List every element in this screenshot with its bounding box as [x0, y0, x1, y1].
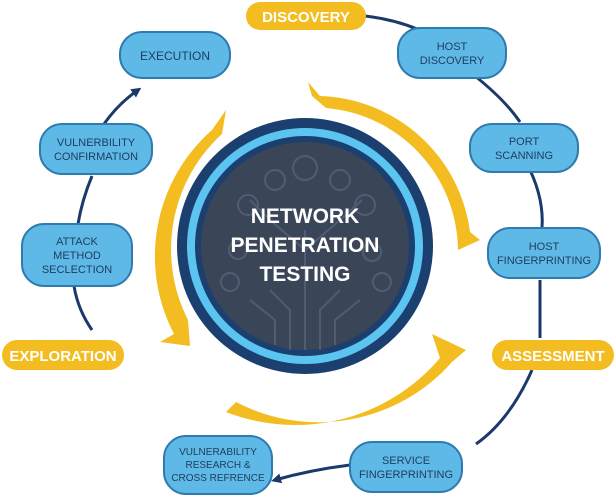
- connector-exploration-to-attack: [72, 285, 94, 331]
- phase-assessment: ASSESSMENT: [492, 340, 614, 370]
- step-vulnerability-confirmation-line-1: VULNERBILITY: [57, 137, 136, 149]
- cycle-connectors: [72, 14, 544, 484]
- step-attack-method-selection-line-2: METHOD: [53, 250, 101, 262]
- connector-assessment-to-service: [475, 369, 534, 446]
- step-host-fingerprinting-line-1: HOST: [529, 241, 560, 253]
- step-service-fingerprinting: SERVICE FINGERPRINTING: [349, 441, 463, 493]
- step-attack-method-selection-line-3: SECLECTION: [42, 264, 112, 276]
- phase-discovery-label: DISCOVERY: [262, 9, 350, 26]
- step-vulnerability-research-line-3: CROSS REFRENCE: [171, 473, 265, 484]
- step-host-discovery: HOST DISCOVERY: [397, 27, 507, 79]
- step-attack-method-selection: ATTACK METHOD SECLECTION: [21, 223, 133, 287]
- step-vulnerability-research-line-2: RESEARCH &: [185, 460, 250, 471]
- swirl-arc-left: [154, 110, 226, 346]
- swirl-arc-bottom-right: [226, 334, 466, 426]
- step-vulnerability-research-line-1: VULNERABILITY: [179, 447, 257, 458]
- connector-port-to-fingerprint: [528, 169, 544, 229]
- center-title-line-1: NETWORK: [251, 205, 360, 228]
- connector-service-to-research: [271, 463, 351, 484]
- phase-exploration: EXPLORATION: [2, 340, 124, 370]
- step-service-fingerprinting-line-1: SERVICE: [382, 455, 430, 467]
- phase-exploration-label: EXPLORATION: [9, 348, 116, 365]
- connector-attack-to-confirmation: [76, 175, 94, 225]
- center-title-line-3: TESTING: [259, 263, 350, 286]
- connector-confirmation-to-execution: [102, 87, 142, 125]
- swirl-arc-top-right: [308, 82, 480, 250]
- step-port-scanning-line-1: PORT: [509, 136, 540, 148]
- step-vulnerability-research: VULNERABILITY RESEARCH & CROSS REFRENCE: [163, 435, 273, 495]
- step-service-fingerprinting-line-2: FINGERPRINTING: [359, 469, 453, 481]
- step-host-fingerprinting-line-2: FINGERPRINTING: [497, 255, 591, 267]
- step-execution-line-1: EXECUTION: [140, 49, 210, 63]
- center-title-line-2: PENETRATION: [231, 234, 380, 257]
- step-attack-method-selection-line-1: ATTACK: [56, 236, 98, 248]
- step-host-discovery-line-2: DISCOVERY: [420, 55, 485, 67]
- step-execution: EXECUTION: [119, 31, 231, 79]
- step-host-discovery-line-1: HOST: [437, 41, 468, 53]
- step-port-scanning-line-2: SCANNING: [495, 150, 553, 162]
- step-host-fingerprinting: HOST FINGERPRINTING: [487, 227, 601, 279]
- phase-assessment-label: ASSESSMENT: [501, 348, 604, 365]
- step-port-scanning: PORT SCANNING: [469, 123, 579, 173]
- cycle-swirl: [154, 82, 480, 426]
- step-vulnerability-confirmation-line-2: CONFIRMATION: [54, 151, 138, 163]
- step-vulnerability-confirmation: VULNERBILITY CONFIRMATION: [39, 123, 153, 175]
- connector-host-to-port: [474, 74, 522, 123]
- center-title: NETWORK PENETRATION TESTING: [231, 205, 380, 286]
- phase-discovery: DISCOVERY: [246, 2, 366, 30]
- circuit-tree-decoration: [220, 155, 392, 350]
